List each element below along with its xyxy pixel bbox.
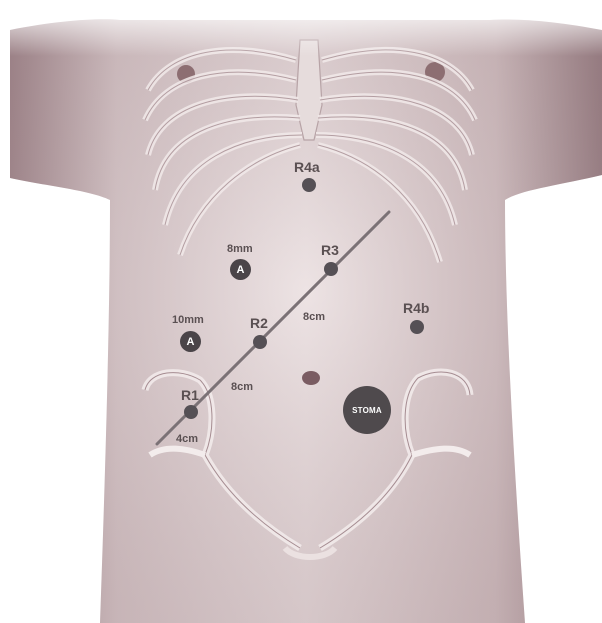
port-r1 bbox=[184, 405, 198, 419]
label-r1: R1 bbox=[181, 388, 199, 402]
label-r4b: R4b bbox=[403, 301, 429, 315]
distance-r1-end: 4cm bbox=[176, 434, 198, 445]
distance-r3-r2: 8cm bbox=[303, 312, 325, 323]
port-r3 bbox=[324, 262, 338, 276]
assist-port-upper: A bbox=[230, 259, 251, 280]
distance-r2-r1: 8cm bbox=[231, 382, 253, 393]
label-r4a: R4a bbox=[294, 160, 320, 174]
port-r4a bbox=[302, 178, 316, 192]
assist-port-lower: A bbox=[180, 331, 201, 352]
label-r3: R3 bbox=[321, 243, 339, 257]
assist-size-upper: 8mm bbox=[227, 244, 253, 255]
port-r2 bbox=[253, 335, 267, 349]
stoma-site: STOMA bbox=[343, 386, 391, 434]
label-r2: R2 bbox=[250, 316, 268, 330]
port-r4b bbox=[410, 320, 424, 334]
assist-size-lower: 10mm bbox=[172, 315, 204, 326]
